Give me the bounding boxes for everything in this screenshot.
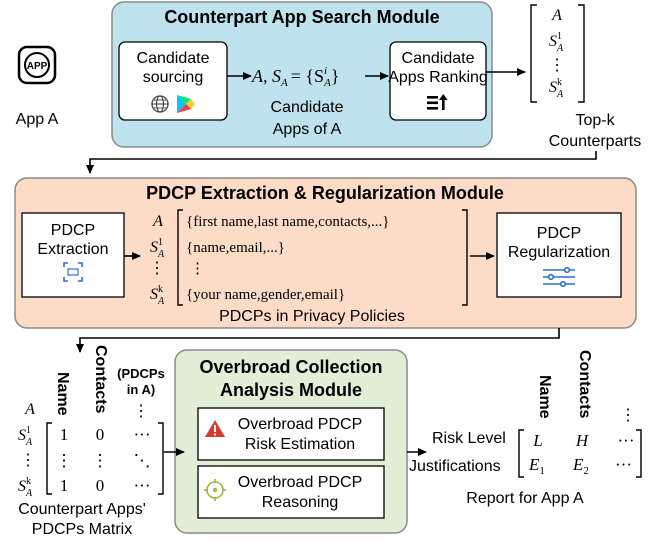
candidate-caption-line2: Apps of A [273, 121, 342, 138]
svg-text:A: A [24, 401, 35, 418]
topk-caption-line1: Top-k [575, 112, 615, 129]
play-store-icon [177, 95, 195, 113]
matrix-cell: ⋮ [92, 451, 109, 470]
matrix-cell: 0 [96, 476, 105, 495]
pdcp-module-title: PDCP Extraction & Regularization Module [146, 183, 504, 203]
svg-text:S1A: S1A [549, 31, 564, 54]
matrix-cell: 1 [60, 476, 69, 495]
svg-text:⋮: ⋮ [20, 452, 36, 469]
matrix-caption-line1: Counterpart Apps' [18, 501, 146, 518]
ranking-box [389, 41, 487, 121]
sliders-icon [543, 266, 575, 288]
report-col-name: Name [536, 375, 553, 419]
pdcp-caption: PDCPs in Privacy Policies [219, 308, 405, 325]
candidate-sourcing-line1: Candidate [137, 50, 210, 67]
svg-text:S1A: S1A [18, 425, 33, 448]
pdcp-row-2-text: {name,email,...} [186, 240, 285, 256]
app-icon: APP [17, 45, 57, 85]
reasoning-line1: Overbroad PDCP [238, 474, 363, 491]
report-cell: H [575, 431, 590, 450]
matrix-cell: ··· [134, 425, 151, 444]
target-icon [204, 479, 226, 501]
pdcp-row-3-text: ⋮ [190, 261, 205, 277]
report-matrix: Name Contacts ⋮ Risk Level Justification… [409, 350, 642, 478]
regularization-box [496, 212, 622, 298]
extraction-line2: Extraction [37, 241, 108, 258]
scan-icon [63, 262, 83, 282]
svg-text:SkA: SkA [150, 284, 165, 307]
ranking-line2: Apps Ranking [388, 69, 488, 86]
extraction-line1: PDCP [51, 222, 95, 239]
svg-text:S1A: S1A [150, 237, 165, 260]
app-name: App A [16, 111, 59, 128]
svg-text:A, SA= {SiA}: A, SA= {SiA} [251, 65, 339, 89]
matrix-cell: ··· [134, 476, 151, 495]
report-row-justifications: Justifications [409, 458, 501, 475]
app-icon-label: APP [27, 61, 48, 72]
matrix-col-contacts: Contacts [92, 345, 109, 414]
pdcp-module-box [14, 177, 637, 329]
matrix-cell: ⋮ [56, 451, 73, 470]
svg-text:⋮: ⋮ [133, 403, 149, 420]
candidate-sourcing-line2: sourcing [143, 69, 203, 86]
svg-text:SkA: SkA [18, 476, 33, 499]
report-cell: E1 [528, 455, 545, 477]
matrix-col-name: Name [54, 372, 71, 416]
candidate-caption-line1: Candidate [271, 99, 344, 116]
svg-text:⋮: ⋮ [149, 260, 165, 277]
risk-line2: Risk Estimation [245, 436, 355, 453]
matrix-cell: 0 [96, 425, 105, 444]
globe-icon [151, 95, 169, 113]
report-col-dots: ⋮ [620, 407, 636, 424]
report-col-contacts: Contacts [576, 350, 593, 419]
report-cell: L [532, 431, 542, 450]
risk-line1: Overbroad PDCP [238, 416, 363, 433]
report-cell: ··· [615, 455, 632, 474]
svg-text:⋮: ⋮ [549, 57, 565, 74]
report-cell: E2 [572, 455, 589, 477]
report-row-risk: Risk Level [432, 430, 506, 447]
candidate-sourcing-box [118, 41, 228, 121]
svg-text:A: A [551, 7, 562, 24]
regularization-line1: PDCP [537, 225, 581, 242]
report-caption: Report for App A [466, 490, 584, 507]
matrix-caption-line2: PDCPs Matrix [32, 521, 132, 538]
extraction-box [21, 212, 125, 298]
ranking-icon [427, 94, 448, 110]
matrix-cell: 1 [60, 425, 69, 444]
svg-text:SkA: SkA [549, 77, 564, 100]
topk-caption-line2: Counterparts [549, 133, 642, 150]
warning-icon [205, 420, 225, 437]
overbroad-title-line2: Analysis Module [220, 380, 362, 400]
ranking-line1: Candidate [402, 50, 475, 67]
reasoning-line2: Reasoning [262, 494, 339, 511]
search-module-title: Counterpart App Search Module [164, 7, 439, 27]
reasoning-box [197, 465, 385, 519]
risk-estimation-box [197, 407, 385, 461]
svg-text:A: A [152, 213, 163, 230]
matrix-extra-header-1: (PDCPs [117, 366, 165, 381]
overbroad-title-line1: Overbroad Collection [199, 357, 382, 377]
pdcp-row-4-text: {your name,gender,email} [186, 287, 345, 303]
matrix-extra-header-2: in A) [127, 382, 155, 397]
matrix-cell: ⋱ [134, 451, 151, 470]
regularization-line2: Regularization [508, 244, 610, 261]
report-cell: ··· [618, 431, 635, 450]
pdcp-row-1-text: {first name,last name,contacts,...} [186, 214, 390, 230]
